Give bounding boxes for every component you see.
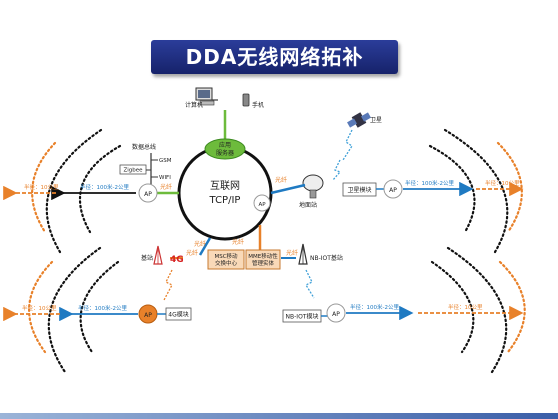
app-server-node xyxy=(204,138,246,160)
svg-text:管理实体: 管理实体 xyxy=(252,259,275,267)
core-label-2: TCP/IP xyxy=(209,195,241,206)
core-label-1: 互联网 xyxy=(210,180,240,192)
phone-icon xyxy=(242,93,250,107)
ground-station-label: 地面站 xyxy=(299,201,317,209)
arc-bottom-left-inner xyxy=(79,260,120,354)
svg-text:AP: AP xyxy=(144,312,152,319)
svg-text:MSC移动: MSC移动 xyxy=(214,252,238,260)
mme-box xyxy=(245,249,281,270)
svg-text:4G模块: 4G模块 xyxy=(168,311,188,319)
svg-text:交换中心: 交换中心 xyxy=(215,259,238,267)
svg-text:应用: 应用 xyxy=(219,141,231,149)
base-station-icon xyxy=(153,245,163,265)
range-label-top-left: 半径：100米-2公里 xyxy=(80,183,130,191)
svg-text:AP: AP xyxy=(144,191,152,198)
svg-text:半径：10公里: 半径：10公里 xyxy=(24,183,59,191)
computer-icon xyxy=(195,87,215,106)
computer-label: 计算机 xyxy=(185,101,203,109)
nbiot-base-station-label: NB-IOT基站 xyxy=(310,254,343,262)
svg-text:半径：100米-2公里: 半径：100米-2公里 xyxy=(78,304,128,312)
svg-text:AP: AP xyxy=(389,187,397,194)
svg-text:GSM: GSM xyxy=(159,158,172,164)
svg-text:光纤: 光纤 xyxy=(194,240,206,248)
ring-ap-node xyxy=(253,194,271,212)
nbiot-base-station-icon xyxy=(298,243,308,265)
svg-text:光纤: 光纤 xyxy=(186,249,198,257)
svg-text:NB-IOT模块: NB-IOT模块 xyxy=(286,313,319,321)
arc-top-right-outer xyxy=(443,128,509,254)
svg-text:光纤: 光纤 xyxy=(160,183,172,191)
svg-text:AP: AP xyxy=(332,311,340,318)
svg-text:半径：10公里: 半径：10公里 xyxy=(22,304,57,312)
phone-label: 手机 xyxy=(252,101,264,109)
svg-text:卫星模块: 卫星模块 xyxy=(347,186,371,194)
svg-text:WIFI: WIFI xyxy=(159,175,171,181)
svg-text:半径：10公里: 半径：10公里 xyxy=(448,303,483,311)
svg-text:光纤: 光纤 xyxy=(275,176,287,184)
svg-text:半径：100米-2公里: 半径：100米-2公里 xyxy=(350,303,400,311)
coverage-arcs xyxy=(45,128,509,374)
svg-text:服务器: 服务器 xyxy=(216,149,234,157)
svg-text:光纤: 光纤 xyxy=(232,238,244,246)
page-title: DDA无线网络拓补 xyxy=(151,40,398,74)
svg-text:光纤: 光纤 xyxy=(286,249,298,257)
coverage-arcs-orange xyxy=(27,141,526,354)
svg-text:Zigbee: Zigbee xyxy=(123,168,143,174)
satellite-label: 卫星 xyxy=(370,117,382,124)
base-station-label: 基站 xyxy=(141,254,153,262)
arc-bottom-right-inner xyxy=(430,260,475,354)
ap-node-top-left xyxy=(138,183,158,203)
arc-bottom-left-outer xyxy=(47,246,102,374)
svg-text:AP: AP xyxy=(258,202,266,208)
internet-ring xyxy=(177,145,273,241)
ground-station-icon xyxy=(302,174,324,199)
g4-module xyxy=(165,307,192,321)
svg-text:半径：100米-2公里: 半径：100米-2公里 xyxy=(405,179,455,187)
arc-top-left-outer xyxy=(45,128,103,254)
ap-node-top-right xyxy=(383,179,403,199)
svg-text:MME移动性: MME移动性 xyxy=(248,252,278,260)
g4-logo: 4G xyxy=(170,255,184,265)
arc-bottom-right-outer xyxy=(446,246,508,374)
bus-title: 数据总线 xyxy=(132,143,156,151)
ap-node-bottom-right xyxy=(326,303,346,323)
arc-top-left-inner xyxy=(78,144,122,234)
svg-text:半径：10公里: 半径：10公里 xyxy=(485,179,520,187)
satellite-icon xyxy=(347,112,371,128)
footer-bar xyxy=(0,413,558,419)
msc-box xyxy=(207,249,245,270)
